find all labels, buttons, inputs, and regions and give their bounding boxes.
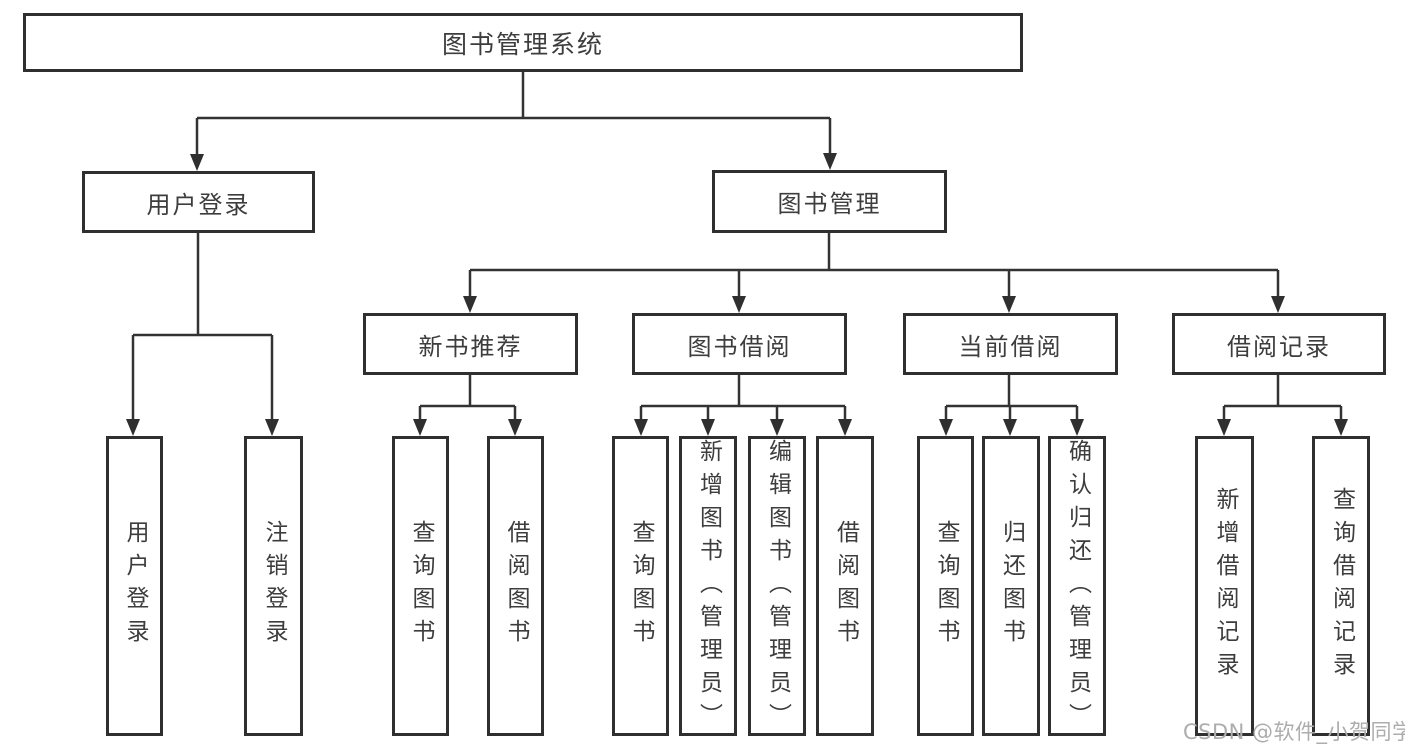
leaf-query-borrow-record: 查询借阅记录	[1312, 436, 1370, 736]
leaf-logout: 注销登录	[244, 436, 303, 736]
leaf-borrow-books-borrowing: 借阅图书	[816, 436, 874, 736]
node-book-management: 图书管理	[712, 170, 947, 233]
leaf-user-login: 用户登录	[106, 436, 163, 736]
leaf-query-books-current: 查询图书	[917, 436, 974, 736]
node-borrowing-records: 借阅记录	[1172, 313, 1386, 375]
csdn-watermark: CSDN @软件_小贺同学	[1183, 720, 1405, 744]
node-book-borrowing: 图书借阅	[632, 313, 847, 375]
leaf-query-books-borrowing: 查询图书	[612, 436, 669, 736]
leaf-query-books-recommend: 查询图书	[392, 436, 449, 736]
node-user-login: 用户登录	[82, 171, 315, 233]
node-library-system: 图书管理系统	[23, 13, 1023, 72]
leaf-add-book-admin: 新增图书（管理员）	[679, 436, 737, 736]
node-new-book-recommend: 新书推荐	[363, 313, 578, 375]
node-current-borrowing: 当前借阅	[903, 313, 1118, 375]
leaf-confirm-return-admin: 确认归还（管理员）	[1048, 436, 1106, 736]
arrowheads	[126, 153, 1348, 436]
leaf-return-books: 归还图书	[982, 436, 1040, 736]
leaf-add-borrow-record: 新增借阅记录	[1195, 436, 1254, 736]
leaf-borrow-books-recommend: 借阅图书	[487, 436, 544, 736]
leaf-edit-book-admin: 编辑图书（管理员）	[748, 436, 806, 736]
